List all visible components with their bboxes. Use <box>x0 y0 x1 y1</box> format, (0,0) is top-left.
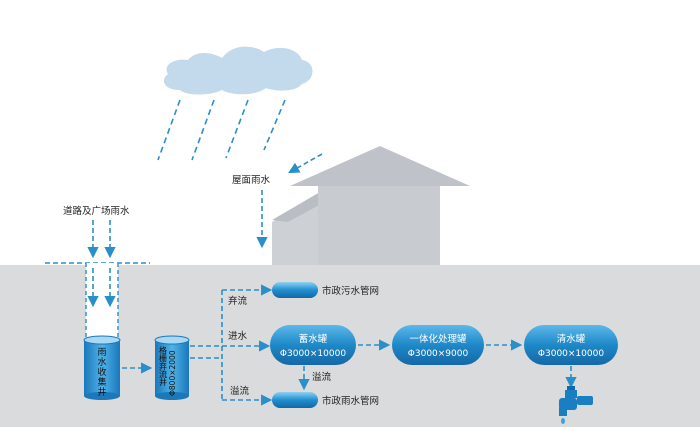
sewage-network-label: 市政污水管网 <box>322 285 379 297</box>
roof-rain-arrow <box>288 153 323 174</box>
branch-lines <box>190 290 223 400</box>
clear-water-tank: 清水罐 Φ3000×10000 <box>524 325 618 365</box>
inflow-label: 进水 <box>228 330 248 342</box>
rain-lines <box>157 99 286 161</box>
well-char-2: 水 <box>97 356 106 368</box>
abandon-flow-label: 弃流 <box>228 295 248 307</box>
storage-tank-name: 蓄水罐 <box>299 333 328 345</box>
filter-well-spec: Φ800×2000 <box>168 350 177 396</box>
sewage-pipe <box>272 282 318 298</box>
cloud-icon <box>164 46 313 95</box>
house-icon <box>272 146 470 265</box>
overflow-left-label: 溢流 <box>230 385 250 397</box>
treatment-tank-spec: Φ3000×9000 <box>408 349 469 359</box>
road-rain-arrows <box>87 220 116 259</box>
storage-tank-spec: Φ3000×10000 <box>280 349 346 359</box>
filter-well-name: 格栅弃流井 <box>159 345 168 387</box>
well-char-5: 井 <box>97 386 106 398</box>
well-char-1: 雨 <box>97 347 106 358</box>
rain-network-label: 市政雨水管网 <box>322 395 379 407</box>
grille-abandon-flow-well: 格栅弃流井 Φ800×2000 <box>154 335 190 400</box>
clear-tank-name: 清水罐 <box>557 333 586 345</box>
roof-rain-label: 屋面雨水 <box>232 174 271 186</box>
well-down-arrows <box>87 268 116 308</box>
rainwater-collection-well: 雨 水 收 集 井 <box>83 335 121 400</box>
treatment-tank: 一体化处理罐 Φ3000×9000 <box>392 325 484 365</box>
road-rain-label: 道路及广场雨水 <box>63 205 130 217</box>
well-char-3: 收 <box>97 366 106 378</box>
well-char-4: 集 <box>97 376 106 388</box>
well-shaft <box>86 263 118 341</box>
storage-tank: 蓄水罐 Φ3000×10000 <box>270 325 356 365</box>
treatment-tank-name: 一体化处理罐 <box>409 333 467 345</box>
overflow-mid-label: 溢流 <box>312 371 332 383</box>
rain-pipe <box>272 392 318 408</box>
faucet-icon <box>559 386 593 424</box>
clear-tank-spec: Φ3000×10000 <box>538 349 604 359</box>
